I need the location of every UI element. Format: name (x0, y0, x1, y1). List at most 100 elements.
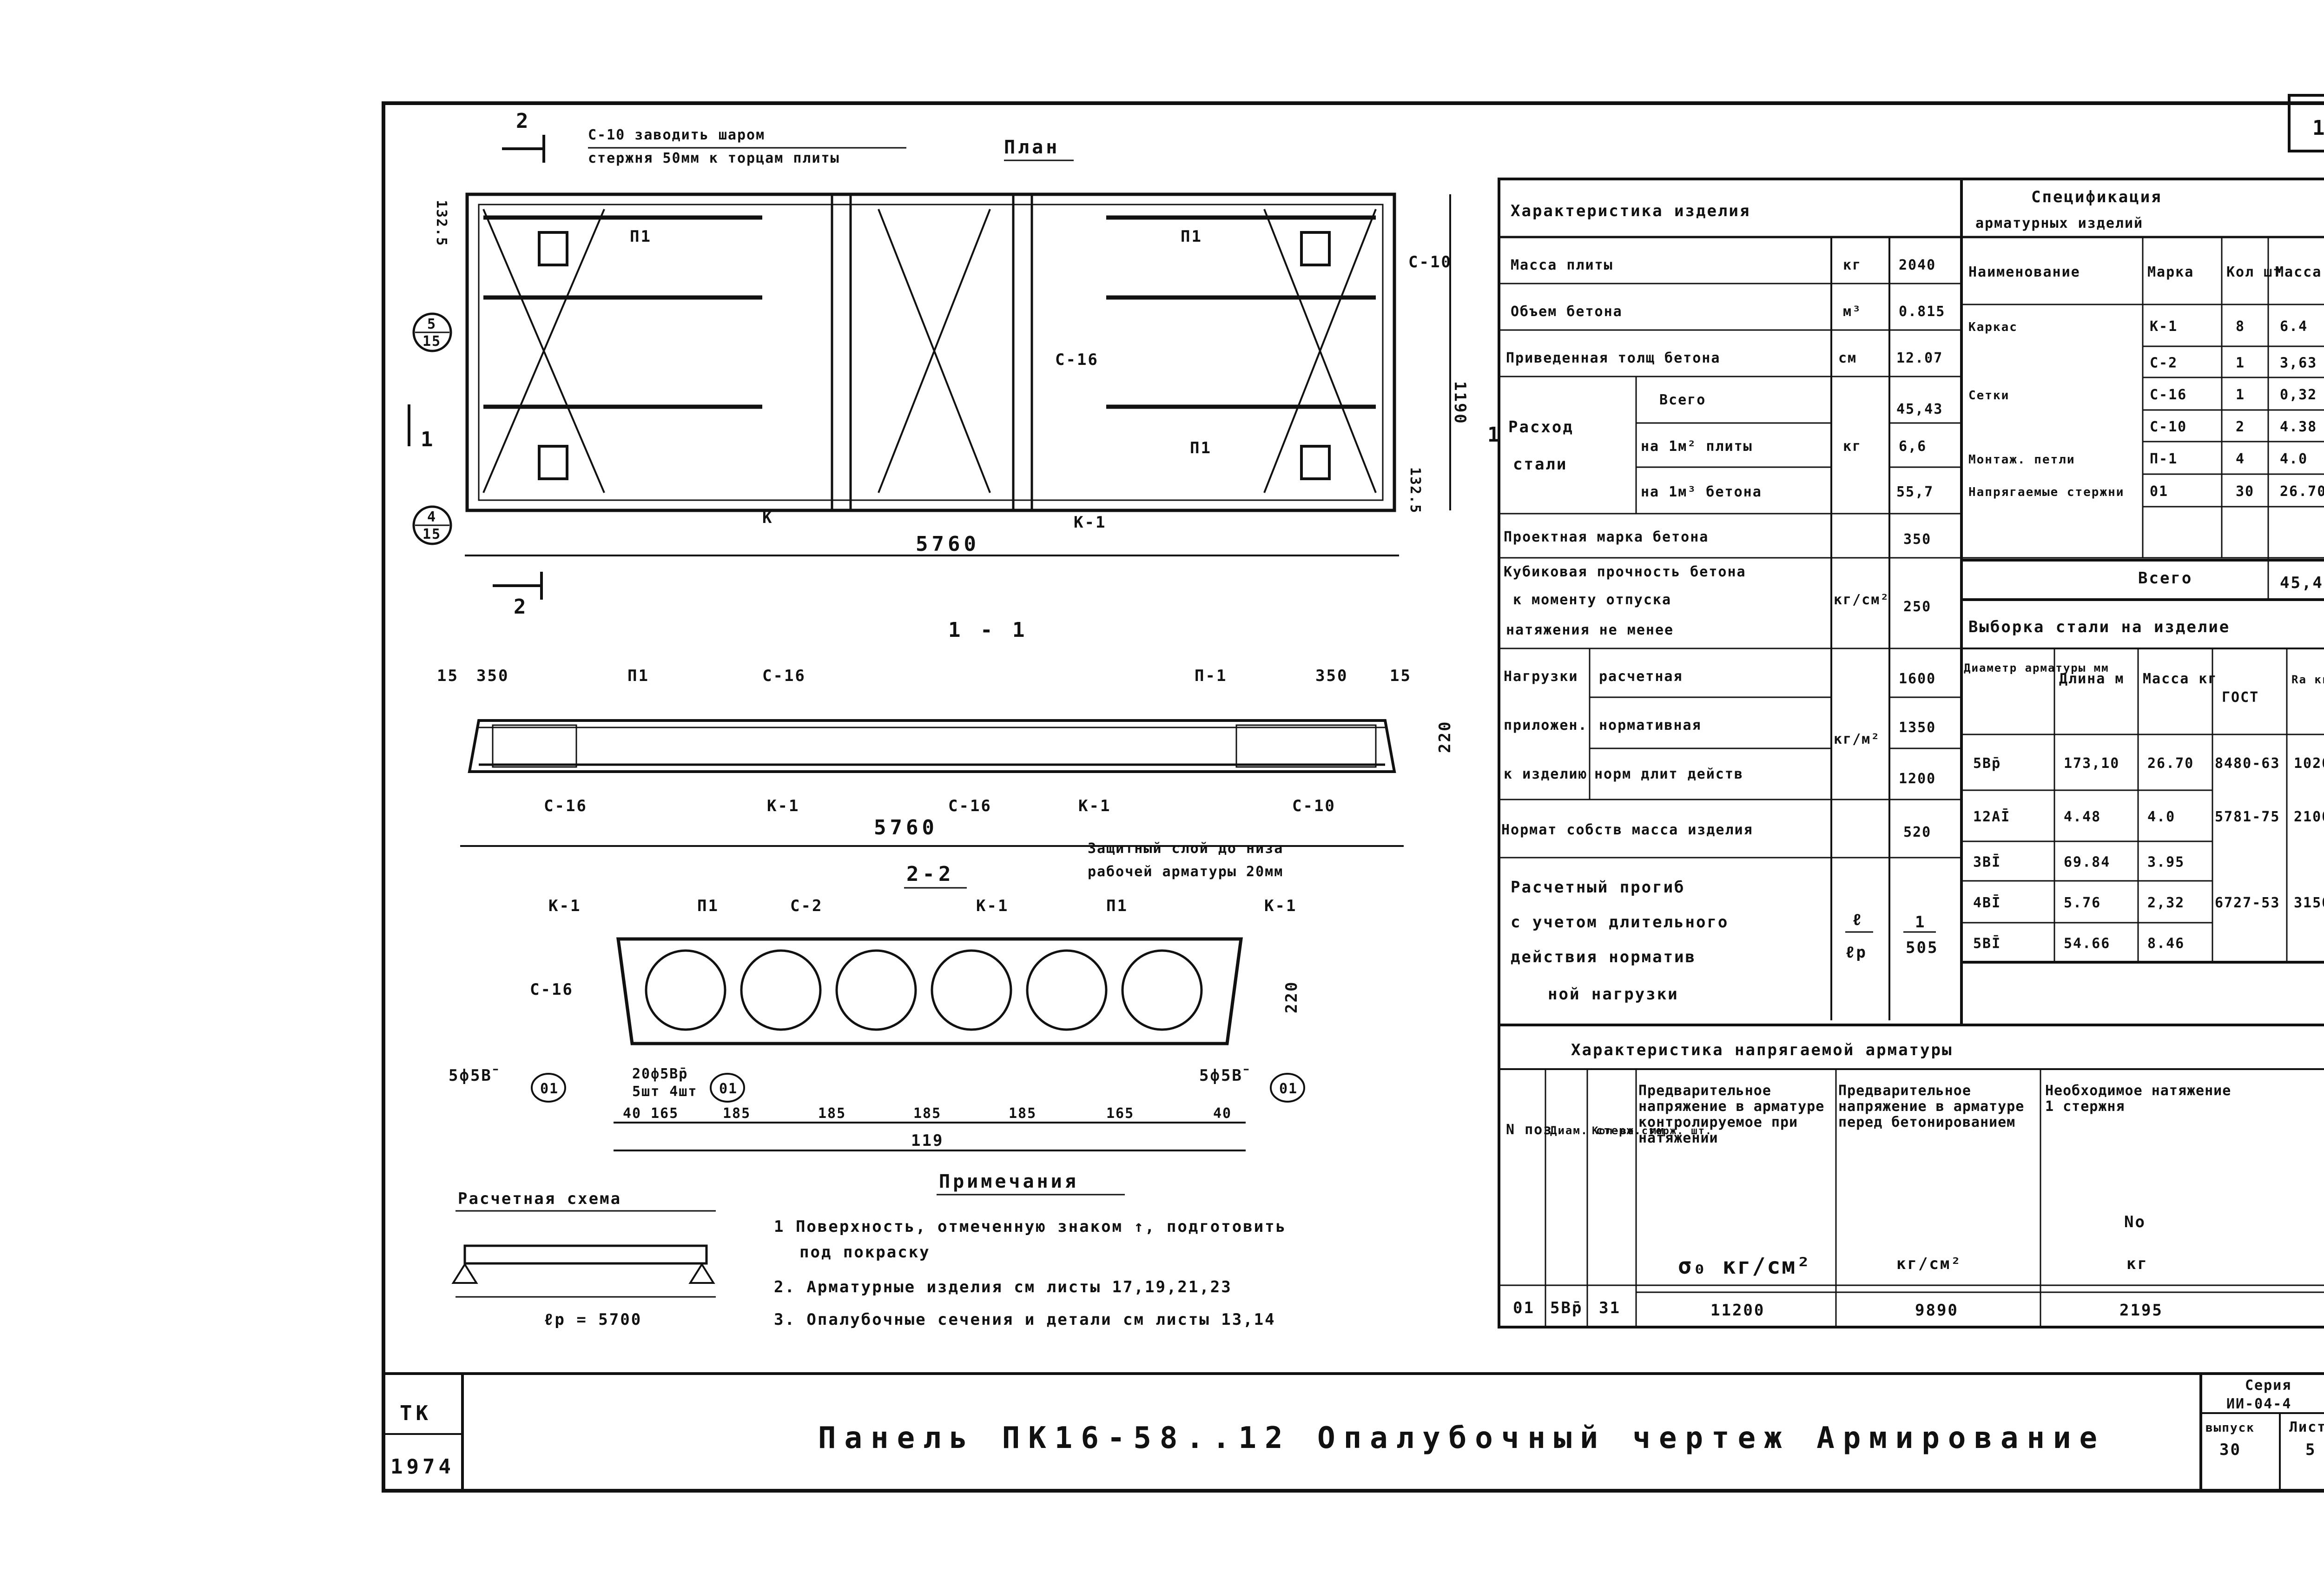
void-circle (835, 949, 917, 1031)
row-val: 2040 (1899, 257, 1936, 273)
defl-2: с учетом длительного (1511, 913, 1729, 932)
tension-h-s2: Предварительное напряжение в арматуре пе… (1838, 1083, 2025, 1130)
defl-3: действия норматив (1511, 948, 1696, 966)
scheme-span: ℓр = 5700 (544, 1310, 642, 1329)
position-01: 01 (540, 1081, 559, 1097)
dim-value: 185 (723, 1105, 751, 1122)
dim-350: 350 (1315, 667, 1348, 685)
spec-mark: П-1 (2150, 451, 2178, 467)
defl-4: ной нагрузки (1548, 985, 1679, 1004)
label-c2: С-2 (790, 897, 823, 915)
grade-name: Проектная марка бетона (1504, 529, 1709, 545)
steel-mass: 2,32 (2147, 895, 2185, 911)
load-a: Нагрузки (1504, 668, 1578, 685)
plan-dim-bottom: 132.5 (1407, 467, 1423, 514)
plan-brace (878, 209, 991, 493)
void-circle (645, 949, 726, 1031)
lifting-loop (1300, 445, 1331, 480)
tension-table-frame (1498, 1024, 2324, 1328)
steel-len: 5.76 (2064, 895, 2101, 911)
right-bars: 5ф5В̄ (1199, 1066, 1249, 1085)
steel-ra: 10200 (2294, 755, 2324, 772)
tension-sym-3b: кг (2126, 1255, 2148, 1273)
load-row: норм длит действ (1594, 766, 1743, 782)
steel-label-1: Расход (1508, 418, 1574, 436)
steel-header: ГОСТ (2222, 689, 2259, 706)
list-value: 5 (2305, 1441, 2316, 1459)
steel-ra: 2100 (2294, 809, 2324, 825)
label-p1: П1 (697, 897, 719, 915)
row-val: 12.07 (1896, 350, 1943, 366)
spec-total-val: 45,43 (2280, 574, 2324, 592)
cube-val: 250 (1903, 599, 1931, 615)
steel-row: на 1м³ бетона (1641, 484, 1762, 500)
label-k1: К-1 (1078, 797, 1111, 815)
row-name: Объем бетона (1511, 304, 1623, 320)
section-22-total: 119 (911, 1131, 944, 1150)
label-p1: П1 (1106, 897, 1128, 915)
tension-h-s1: Предварительное напряжение в арматуре ко… (1638, 1083, 1825, 1146)
tension-sym-1: σ₀ кг/см² (1678, 1253, 1811, 1279)
steel-mass: 3.95 (2147, 854, 2185, 871)
section-mark-bottom: 2 (514, 595, 530, 619)
steel-diam: 12АĪ (1973, 808, 2010, 825)
tension-h-s3-box: Необходимое натяжение 1 стержня (2045, 1083, 2231, 1115)
label-c10: С-10 (1408, 253, 1452, 271)
spec-table-frame (1960, 178, 2324, 562)
row-val: 0.815 (1899, 304, 1945, 320)
label-c16: С-16 (544, 797, 588, 815)
steel-val: 45,43 (1896, 401, 1943, 417)
steel-len: 173,10 (2064, 755, 2119, 772)
steel-diam: 3ВĪ (1973, 854, 2001, 871)
spec-qty: 2 (2236, 419, 2245, 435)
plan-title: План (1004, 137, 1060, 158)
dim-value: 165 (1106, 1105, 1134, 1122)
spec-mark: С-2 (2150, 355, 2178, 371)
steel-header: Длина м (2059, 671, 2124, 687)
spec-name: Каркас (1968, 320, 2018, 334)
steel-mass: 26.70 (2147, 755, 2194, 772)
steel-table-title: Выборка стали на изделие (1968, 618, 2230, 636)
steel-gost: 8480-63 (2215, 755, 2280, 772)
steel-row: на 1м² плиты (1641, 438, 1753, 455)
steel-val: 55,7 (1896, 484, 1934, 500)
steel-val: 6,6 (1899, 438, 1927, 455)
steel-ra: 3150 (2294, 895, 2324, 911)
notes-title: Примечания (939, 1171, 1079, 1192)
position-bubble (710, 1073, 745, 1103)
load-val: 1200 (1899, 771, 1936, 787)
section-22-title: 2-2 (906, 862, 954, 886)
sheet-title: Панель ПК16-58..12 Опалубочный чертеж Ар… (818, 1421, 2106, 1455)
tension-row-q: 31 (1599, 1299, 1621, 1317)
void-circle (931, 949, 1012, 1031)
scheme-support (688, 1262, 715, 1284)
steel-rows: 5Вр̄173,1026.708480-631020012АĪ4.484.057… (1961, 755, 2324, 963)
steel-header: Масса кг (2143, 671, 2218, 687)
plan-dim-top: 132.5 (433, 200, 449, 246)
scheme-support (451, 1262, 478, 1284)
section-11-outline (468, 719, 1396, 773)
spec-mark: 01 (2150, 483, 2168, 500)
steel-diam: 5Вр̄ (1973, 755, 2001, 772)
label-k1: К-1 (976, 897, 1009, 915)
load-unit: кг/м² (1834, 731, 1880, 747)
own-val: 520 (1903, 824, 1931, 840)
dim-15: 15 (1390, 667, 1412, 685)
defl-val-top: 1 (1915, 913, 1926, 932)
spec-mass: 3,63 (2280, 355, 2317, 371)
axis-bubble-top: 5 (427, 316, 436, 332)
load-b: приложен. (1504, 717, 1588, 734)
title-block: ТК 1974 Панель ПК16-58..12 Опалубочный ч… (383, 1372, 2324, 1491)
load-c: к изделию (1504, 766, 1588, 782)
tk-label: ТК (400, 1401, 432, 1425)
spec-name: Монтаж. петли (1968, 453, 2075, 467)
label-k: К (762, 509, 773, 527)
steel-unit: кг (1843, 438, 1862, 455)
defl-unit-top: ℓ (1852, 911, 1863, 929)
label-c10: С-10 (1292, 797, 1336, 815)
left-bars: 5ф5В̄ (449, 1066, 498, 1085)
section-11-height: 220 (1436, 720, 1454, 753)
